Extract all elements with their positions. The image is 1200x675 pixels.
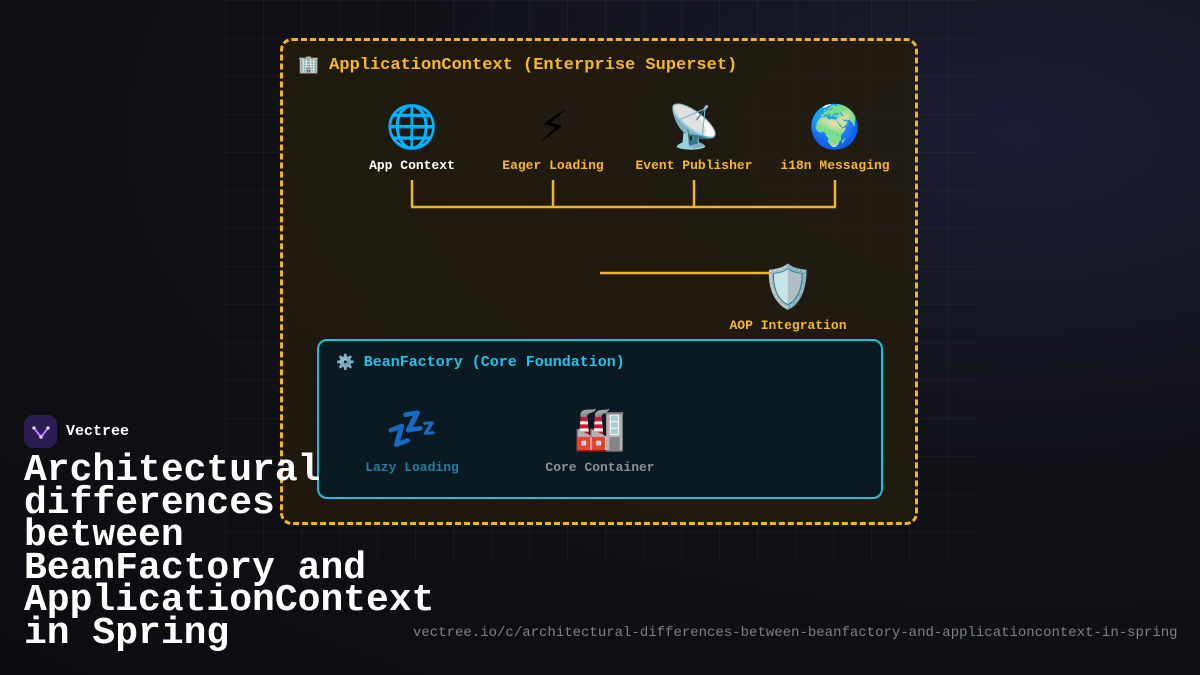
node-app-context: 🌐 App Context	[332, 102, 492, 173]
node-aop-integration-label: AOP Integration	[729, 318, 847, 333]
shield-icon: 🛡️	[761, 262, 815, 311]
application-context-title-text: ApplicationContext (Enterprise Superset)	[329, 55, 738, 75]
sleeping-zzz-icon: 💤	[385, 404, 439, 453]
gear-icon: ⚙️	[336, 353, 355, 371]
satellite-antenna-icon: 📡	[667, 102, 721, 151]
lightning-icon: ⚡	[538, 102, 568, 151]
node-core-container-label: Core Container	[545, 460, 655, 475]
page-title: Architectural differences between BeanFa…	[24, 449, 435, 655]
node-core-container: 🏭 Core Container	[520, 404, 680, 475]
bean-factory-container	[317, 339, 883, 499]
page-url: vectree.io/c/architectural-differences-b…	[413, 625, 1178, 641]
node-event-publisher-label: Event Publisher	[635, 158, 753, 173]
brand-name: Vectree	[66, 423, 130, 440]
node-app-context-label: App Context	[369, 158, 455, 173]
globe-with-meridians-icon: 🌐	[385, 102, 439, 151]
vectree-logo-icon	[24, 415, 57, 448]
node-eager-loading: ⚡ Eager Loading	[473, 102, 633, 173]
office-building-icon: 🏢	[298, 55, 320, 75]
node-aop-integration: 🛡️ AOP Integration	[708, 262, 868, 333]
node-eager-loading-label: Eager Loading	[502, 158, 604, 173]
bean-factory-title-text: BeanFactory (Core Foundation)	[363, 353, 625, 371]
application-context-title: 🏢 ApplicationContext (Enterprise Superse…	[298, 55, 737, 75]
node-lazy-loading-label: Lazy Loading	[365, 460, 459, 475]
bean-factory-title: ⚙️ BeanFactory (Core Foundation)	[336, 353, 625, 371]
earth-globe-icon: 🌍	[808, 102, 862, 151]
node-lazy-loading: 💤 Lazy Loading	[332, 404, 492, 475]
node-i18n-messaging-label: i18n Messaging	[780, 158, 890, 173]
node-event-publisher: 📡 Event Publisher	[614, 102, 774, 173]
brand: Vectree	[24, 415, 129, 448]
factory-icon: 🏭	[573, 404, 627, 453]
node-i18n-messaging: 🌍 i18n Messaging	[755, 102, 915, 173]
